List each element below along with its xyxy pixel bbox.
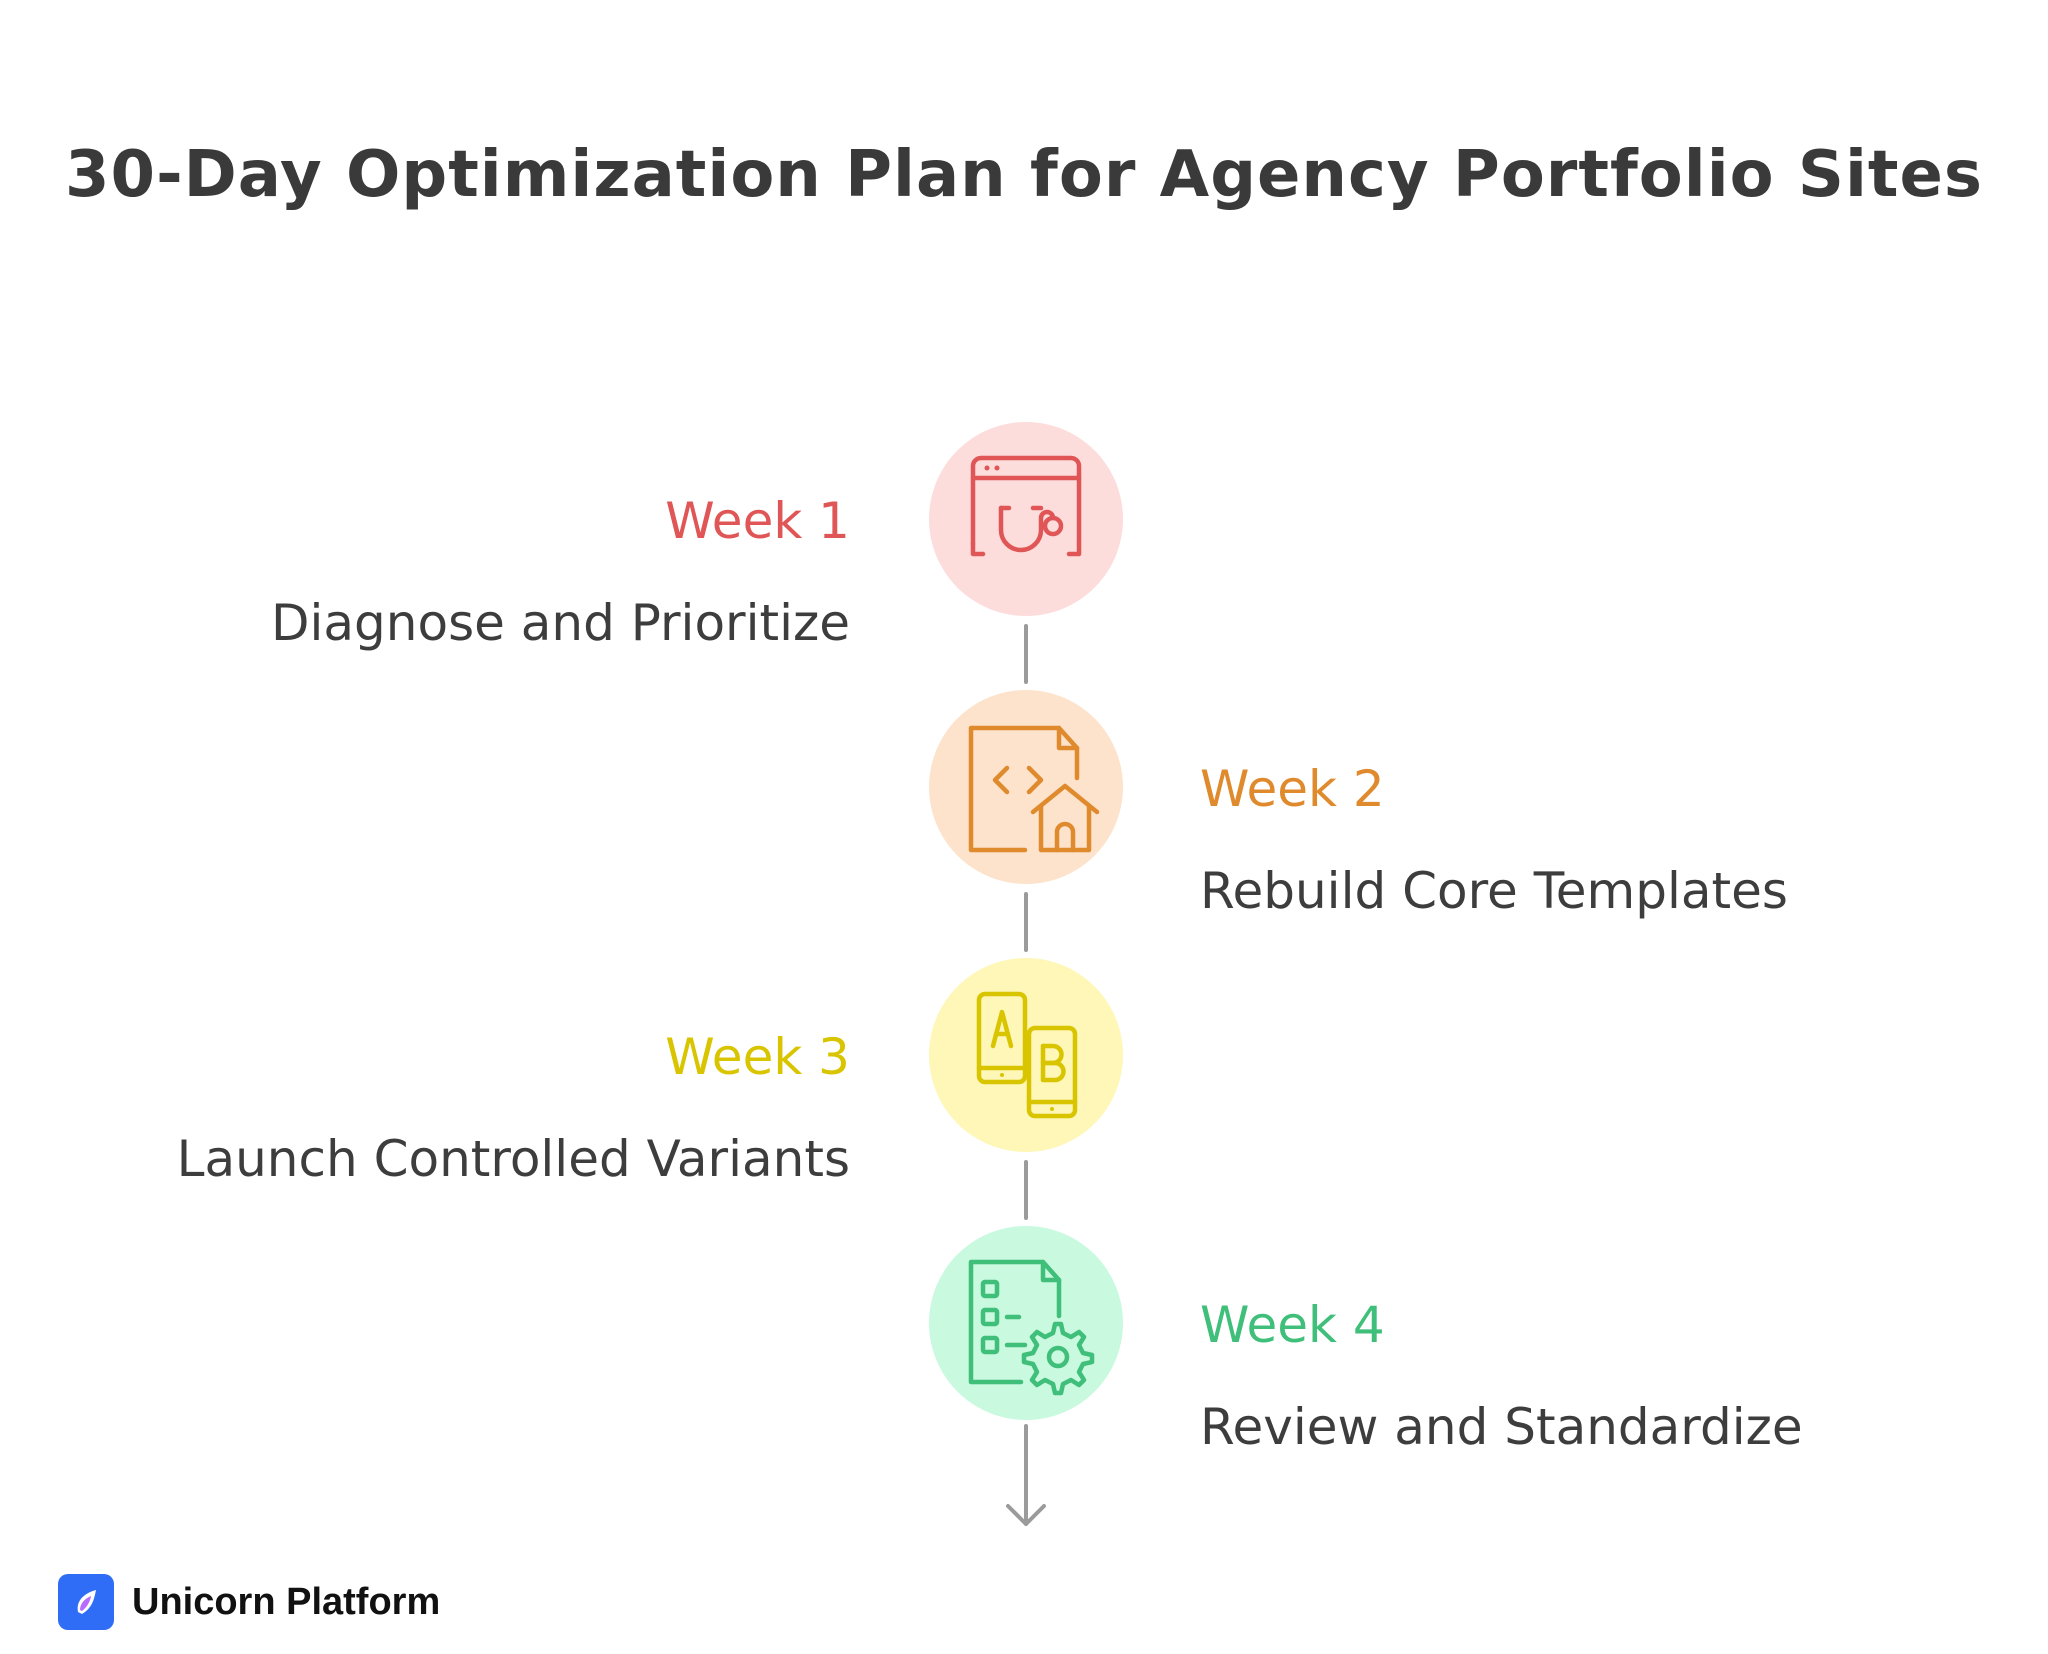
code-file-home-icon <box>968 725 1100 853</box>
connector-3-4 <box>1024 1160 1028 1220</box>
step-3-description: Launch Controlled Variants <box>176 1130 850 1188</box>
step-1-description: Diagnose and Prioritize <box>271 594 850 652</box>
step-3-week: Week 3 <box>665 1028 850 1086</box>
unicorn-platform-logo-icon <box>58 1574 114 1630</box>
step-2-week: Week 2 <box>1200 760 1385 818</box>
brand-footer: Unicorn Platform <box>58 1574 440 1630</box>
connector-1-2 <box>1024 624 1028 684</box>
down-arrow-icon <box>1006 1424 1046 1526</box>
step-3-circle <box>929 958 1123 1152</box>
checklist-gear-icon <box>968 1259 1095 1396</box>
step-4-week: Week 4 <box>1200 1296 1385 1354</box>
brand-name: Unicorn Platform <box>132 1580 441 1623</box>
step-4-description: Review and Standardize <box>1200 1398 1803 1456</box>
step-2-description: Rebuild Core Templates <box>1200 862 1788 920</box>
step-1-week: Week 1 <box>665 492 850 550</box>
step-1-circle <box>929 422 1123 616</box>
step-4-circle <box>929 1226 1123 1420</box>
browser-stethoscope-icon <box>970 455 1082 557</box>
ab-test-phones-icon <box>976 991 1078 1119</box>
connector-2-3 <box>1024 892 1028 952</box>
diagram-title: 30-Day Optimization Plan for Agency Port… <box>65 138 1983 212</box>
step-2-circle <box>929 690 1123 884</box>
